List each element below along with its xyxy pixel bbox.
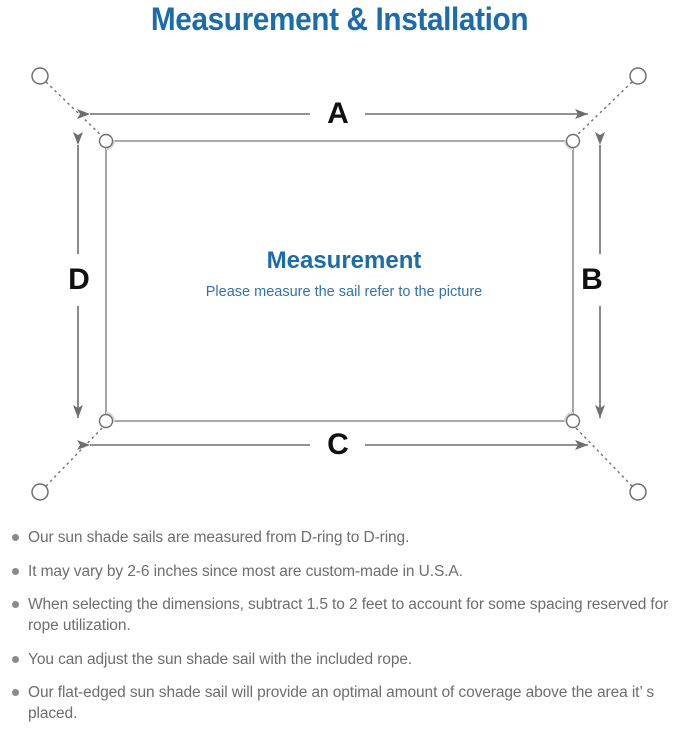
dimension-d: D (68, 132, 90, 418)
bullet-icon (12, 601, 19, 608)
rope-top-right (573, 81, 633, 139)
dimension-b: B (581, 132, 605, 418)
d-ring-top-left-icon (98, 133, 115, 150)
anchor-top-right-icon (629, 67, 647, 85)
d-ring-top-right-icon (564, 133, 581, 150)
notes-list: Our sun shade sails are measured from D-… (0, 527, 679, 737)
note-text: It may vary by 2-6 inches since most are… (28, 562, 463, 580)
measurement-diagram: A C D B Measurement Please measure the s… (0, 44, 679, 524)
sail-center-subtitle: Please measure the sail refer to the pic… (206, 284, 482, 300)
sail-body (105, 140, 574, 422)
bullet-icon (12, 655, 19, 663)
dimension-b-label: B (581, 263, 603, 296)
note-text: Our sun shade sails are measured from D-… (28, 529, 410, 546)
anchor-points (31, 67, 647, 501)
note-text: When selecting the dimensions, subtract … (28, 596, 669, 634)
list-item: Our sun shade sails are measured from D-… (0, 527, 679, 548)
bullet-icon (12, 534, 19, 541)
page-title: Measurement & Installation (150, 1, 529, 37)
dimension-c-label: C (327, 428, 349, 461)
anchor-bottom-right-icon (629, 483, 647, 501)
rope-bottom-right (573, 425, 633, 487)
note-text: You can adjust the sun shade sail with t… (28, 650, 413, 668)
d-rings (98, 133, 581, 429)
rope-top-left (45, 81, 105, 139)
anchor-top-left-icon (31, 67, 49, 85)
list-item: You can adjust the sun shade sail with t… (0, 649, 679, 670)
dimension-d-label: D (68, 263, 90, 296)
list-item: It may vary by 2-6 inches since most are… (0, 561, 679, 582)
list-item: Our flat-edged sun shade sail will provi… (0, 682, 679, 724)
list-item: When selecting the dimensions, subtract … (0, 594, 679, 636)
dimension-a: A (77, 97, 588, 130)
sail-center-title: Measurement (267, 247, 422, 274)
bullet-icon (12, 567, 19, 575)
anchor-bottom-left-icon (31, 483, 49, 501)
rope-bottom-left (45, 425, 105, 487)
d-ring-bottom-right-icon (564, 412, 581, 429)
bullet-icon (12, 689, 19, 696)
d-ring-bottom-left-icon (98, 412, 115, 429)
dimension-c: C (77, 428, 588, 461)
rope-lines (45, 81, 633, 487)
dimension-a-label: A (327, 97, 349, 130)
note-text: Our flat-edged sun shade sail will provi… (28, 684, 654, 722)
